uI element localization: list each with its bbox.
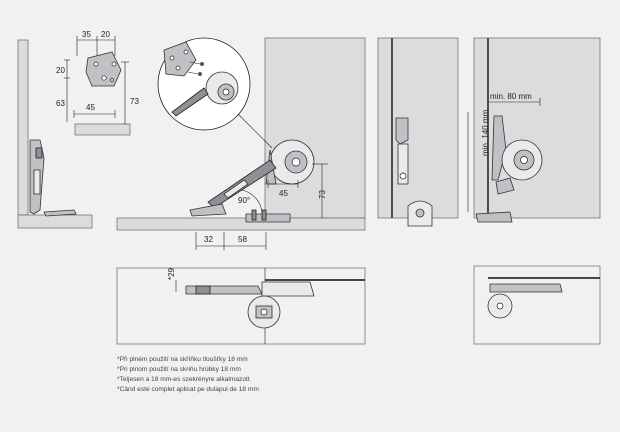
panel-mounting-plate: 35 20 20 63 45 73 — [56, 30, 139, 136]
footnotes: *Při plném použití na skříňku tloušťky 1… — [117, 356, 259, 393]
front-stay-body — [397, 143, 409, 185]
top-small-arm — [489, 283, 563, 293]
plate-board — [74, 123, 131, 136]
top-stay-housing — [261, 281, 315, 297]
note-cz: *Při plném použití na skříňku tloušťky 1… — [117, 356, 248, 363]
stay-door-bracket — [189, 203, 227, 217]
panel-top-view: *29 — [116, 267, 366, 345]
dim-plate-h2: 63 — [56, 99, 65, 108]
panel-main-view: 90° 45 73 32 58 — [116, 37, 366, 250]
dim-clearance-w: min. 80 mm — [490, 92, 532, 101]
front-cabinet — [377, 37, 459, 219]
panel-clearance-view: min. 80 mm min. 140 mm — [467, 37, 601, 223]
dim-main-w: 45 — [279, 189, 288, 198]
dim-top-offset: *29 — [167, 267, 176, 280]
mounting-plate — [85, 51, 122, 87]
note-ro: *Când este complet aplicat pe dulapul de… — [117, 386, 259, 393]
dim-plate-w3: 45 — [86, 103, 95, 112]
front-stay-top — [395, 117, 409, 145]
side-wall — [17, 39, 29, 216]
note-sk: *Pri plnom použití na skriňu hrúbky 18 m… — [117, 366, 241, 373]
stay-side-foot — [43, 209, 77, 217]
detail-plate — [163, 41, 197, 77]
bottom-board — [17, 214, 93, 229]
dim-offset-a: 32 — [204, 235, 213, 244]
dim-offset-b: 58 — [238, 235, 247, 244]
detail-arm — [171, 87, 209, 117]
cabinet-bottom — [116, 217, 366, 231]
dim-plate-h3: 73 — [130, 97, 139, 106]
dim-plate-h1: 20 — [56, 66, 65, 75]
dim-angle: 90° — [238, 196, 250, 205]
cabinet-side-panel — [264, 37, 366, 219]
clearance-cabinet — [473, 37, 601, 219]
clearance-stay-arm — [491, 115, 507, 181]
stay-side-block — [35, 147, 43, 159]
panel-top-view-small — [473, 265, 601, 345]
dim-clearance-h: min. 140 mm — [481, 109, 490, 156]
dim-plate-w2: 20 — [101, 30, 110, 39]
stay-side-arm — [33, 169, 41, 195]
dim-plate-w1: 35 — [82, 30, 91, 39]
panel-side-view — [17, 39, 93, 229]
dim-main-h: 73 — [318, 190, 327, 199]
panel-front-view — [377, 37, 459, 227]
note-hu: *Teljesen a 18 mm-es szekrényre alkalmaz… — [117, 376, 250, 383]
clearance-base — [475, 211, 513, 223]
stay-hinge-base — [245, 213, 291, 223]
